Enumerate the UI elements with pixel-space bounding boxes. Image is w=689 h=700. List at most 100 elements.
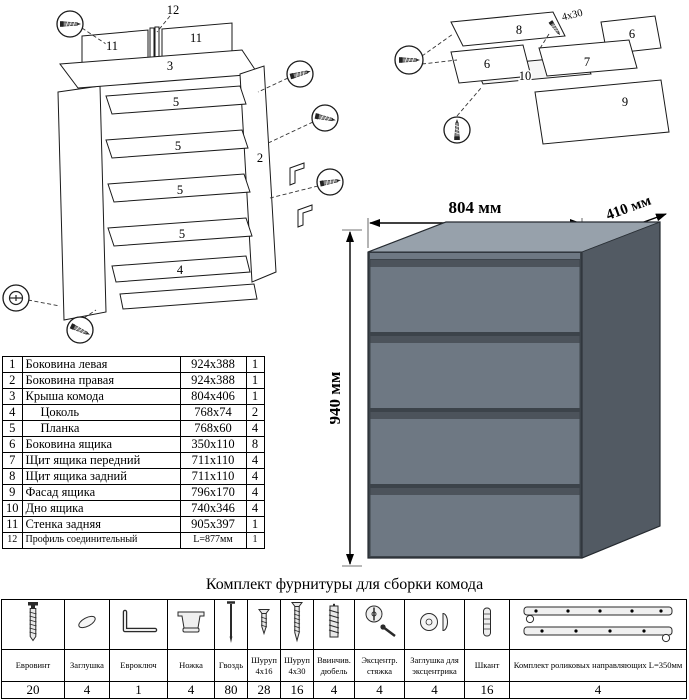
part-label-5: 5 — [177, 183, 183, 197]
hardware-qty: 80 — [214, 681, 248, 699]
cam-cap-icon — [419, 612, 448, 632]
cam-lock-icon — [8, 290, 24, 306]
chest-top-rail — [370, 253, 580, 259]
part-label-4: 4 — [177, 263, 184, 277]
cap-icon — [78, 615, 96, 629]
wood-dowel-icon — [483, 607, 491, 637]
hardware-icons-row — [1, 599, 687, 650]
hardware-callouts — [394, 19, 563, 144]
leader-lines — [421, 33, 550, 117]
part-4-plinth — [111, 255, 251, 283]
hex-key-icon — [122, 609, 157, 633]
width-label: 804 мм — [449, 198, 502, 217]
hardware-qty: 28 — [247, 681, 281, 699]
part-label-12: 12 — [167, 3, 180, 17]
drawer-part-labels: 8 6 6 7 10 9 4x30 — [482, 6, 636, 110]
hardware-qty: 4 — [64, 681, 110, 699]
part-label-5: 5 — [179, 227, 185, 241]
hardware-name: Эксцентр. стяжка — [354, 649, 405, 682]
drawer-fronts — [370, 260, 580, 556]
part-label-11: 11 — [106, 39, 118, 53]
drawer-front — [370, 336, 580, 408]
drawer-front — [370, 260, 580, 332]
hardware-qty: 16 — [280, 681, 314, 699]
hardware-name: Ножка — [167, 649, 215, 682]
part-label-10: 10 — [519, 69, 532, 83]
foot-icon — [177, 611, 205, 633]
hardware-callouts — [2, 10, 344, 344]
drawer-front — [370, 412, 580, 484]
hardware-qty: 4 — [354, 681, 405, 699]
hardware-name: Евроключ — [109, 649, 168, 682]
depth-label: 410 мм — [604, 193, 653, 224]
part-1-left-side-panel — [57, 85, 107, 321]
part-5-slat — [105, 129, 249, 159]
part-label-9: 9 — [622, 95, 628, 109]
hardware-qty: 1 — [109, 681, 168, 699]
bracket-icon — [289, 162, 305, 186]
hardware-name: Шкант — [464, 649, 510, 682]
cam-lock-icon — [365, 605, 396, 637]
part-7-drawer-front — [538, 39, 638, 77]
part-8-drawer-back — [450, 11, 566, 47]
hardware-qty: 20 — [1, 681, 65, 699]
hardware-qty: 4 — [509, 681, 687, 699]
part-4-plinth — [119, 283, 258, 310]
hardware-name: Гвоздь — [214, 649, 248, 682]
bracket-icon — [297, 204, 313, 228]
part-label-8: 8 — [516, 23, 522, 37]
confirmat-screw-icon — [28, 602, 38, 642]
hardware-name: Евровинт — [1, 649, 65, 682]
hardware-qty: 4 — [313, 681, 355, 699]
nail-icon — [227, 601, 235, 643]
hardware-qty: 16 — [464, 681, 510, 699]
frame-part-labels: 12 11 11 3 2 5 5 5 5 4 — [104, 2, 264, 279]
part-label-6: 6 — [629, 27, 635, 41]
leader-lines — [27, 15, 319, 319]
chest-body — [367, 221, 661, 559]
part-9-drawer-facade — [534, 79, 670, 145]
chest-side-face — [581, 221, 661, 559]
screw-long-icon — [291, 602, 303, 643]
screw-short-icon — [258, 609, 270, 636]
hardware-table: Евровинт Заглушка Евроключ Ножка Гвоздь … — [1, 599, 687, 699]
hardware-name: Шуруп 4x30 — [280, 649, 314, 682]
hardware-qty-row: 20 4 1 4 80 28 16 4 4 4 16 4 — [1, 681, 687, 699]
hardware-name: Комплект роликовых направляющих L=350мм — [509, 649, 687, 682]
part-label-2: 2 — [257, 151, 263, 165]
part-5-slat — [107, 217, 253, 247]
part-label-11: 11 — [190, 31, 202, 45]
height-label: 940 мм — [330, 371, 344, 424]
part-label-6: 6 — [484, 57, 490, 71]
hardware-title: Комплект фурнитуры для сборки комода — [205, 576, 484, 593]
height-dimension: 940 мм — [330, 229, 362, 567]
screw-dowel-icon — [328, 603, 340, 638]
hardware-qty: 4 — [404, 681, 465, 699]
part-label-5: 5 — [175, 139, 181, 153]
screw-size-label: 4x30 — [561, 8, 584, 24]
part-label-7: 7 — [584, 55, 590, 69]
chest-render: 804 мм 410 мм 940 мм — [330, 193, 667, 567]
hardware-names-row: Евровинт Заглушка Евроключ Ножка Гвоздь … — [1, 649, 687, 682]
frame-exploded-diagram: 12 11 11 3 2 5 5 5 5 4 — [2, 2, 344, 344]
drawer-exploded-diagram: 8 6 6 7 10 9 4x30 — [394, 6, 670, 145]
part-5-slat — [105, 85, 247, 115]
hardware-qty: 4 — [167, 681, 215, 699]
part-2-right-side-panel — [239, 65, 277, 283]
part-label-5: 5 — [173, 95, 179, 109]
hardware-name: Ввинчив. дюбель — [313, 649, 355, 682]
drawer-front — [370, 488, 580, 556]
hardware-name: Заглушка — [64, 649, 110, 682]
part-6-drawer-side — [450, 44, 532, 84]
